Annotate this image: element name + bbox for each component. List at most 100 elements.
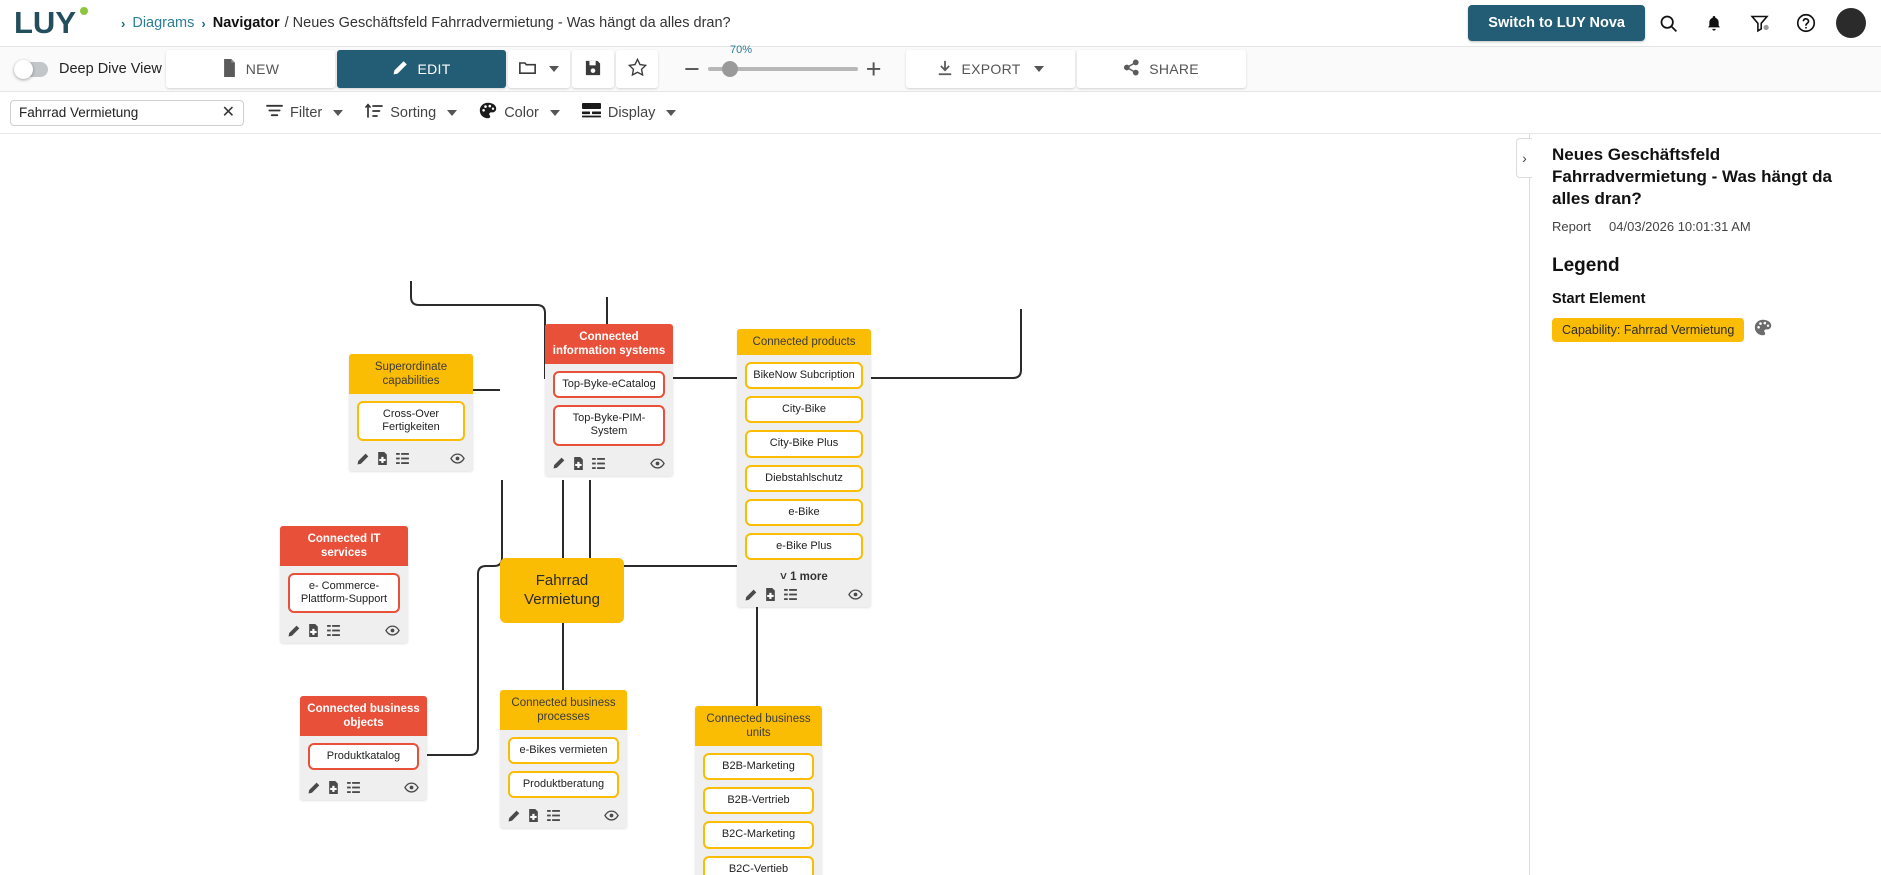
panel-collapse-button[interactable]: › (1516, 138, 1532, 178)
group-footer (545, 455, 673, 476)
group-connected-it-services[interactable]: Connected IT services e- Commerce- Platt… (280, 526, 408, 644)
display-dropdown[interactable]: Display (581, 103, 677, 122)
report-timestamp: 04/03/2026 10:01:31 AM (1609, 219, 1751, 235)
folder-icon (519, 60, 536, 78)
filter-icon[interactable] (1737, 0, 1783, 46)
breadcrumb-current: / Neues Geschäftsfeld Fahrradvermietung … (284, 15, 731, 31)
node-chip[interactable]: Top-Byke-PIM-System (553, 405, 665, 446)
node-chip[interactable]: City-Bike (745, 396, 863, 424)
group-connected-business-processes[interactable]: Connected business processes e-Bikes ver… (500, 690, 627, 829)
edit-icon[interactable] (288, 625, 300, 637)
svg-text:LUY: LUY (14, 6, 76, 40)
list-icon[interactable] (592, 457, 605, 469)
zoom-in-button[interactable]: + (865, 53, 882, 84)
deep-dive-toggle-group[interactable]: Deep Dive View (14, 59, 166, 79)
zoom-slider-thumb[interactable] (721, 61, 738, 77)
node-chip[interactable]: e-Bike Plus (745, 532, 863, 561)
visibility-eye-icon[interactable] (604, 810, 619, 821)
search-input-value[interactable]: Fahrrad Vermietung (19, 105, 139, 120)
folder-button[interactable] (508, 50, 570, 88)
palette-icon[interactable] (1754, 319, 1772, 341)
add-document-icon[interactable] (308, 624, 319, 638)
luy-logo[interactable]: LUY (14, 6, 92, 40)
filter-dropdown[interactable]: Filter (266, 103, 344, 122)
node-chip[interactable]: Produktkatalog (308, 743, 419, 771)
avatar[interactable] (1829, 0, 1873, 46)
node-chip[interactable]: e-Bikes vermieten (508, 737, 619, 765)
group-items: Produktkatalog (300, 736, 427, 779)
share-button[interactable]: SHARE (1076, 50, 1246, 88)
node-chip[interactable]: Cross-Over Fertigkeiten (357, 401, 465, 442)
list-icon[interactable] (327, 625, 340, 637)
node-chip[interactable]: B2B-Vertrieb (703, 787, 814, 815)
add-document-icon[interactable] (328, 781, 339, 795)
node-chip[interactable]: Produktberatung (508, 771, 619, 799)
visibility-eye-icon[interactable] (650, 458, 665, 469)
visibility-eye-icon[interactable] (385, 625, 400, 636)
switch-to-luy-nova-button[interactable]: Switch to LUY Nova (1468, 5, 1645, 41)
deep-dive-switch[interactable] (14, 59, 48, 79)
list-icon[interactable] (547, 810, 560, 822)
zoom-slider[interactable] (707, 61, 858, 77)
group-connected-business-units[interactable]: Connected business units B2B-Marketing B… (695, 706, 822, 875)
list-icon[interactable] (784, 589, 797, 601)
edit-icon[interactable] (508, 810, 520, 822)
group-footer (300, 779, 427, 800)
edit-icon[interactable] (745, 589, 757, 601)
chevron-down-icon: ˅ (780, 571, 787, 584)
diagram-canvas[interactable]: Superordinate capabilities Cross-Over Fe… (0, 134, 1529, 875)
node-chip[interactable]: Top-Byke-eCatalog (553, 371, 665, 399)
color-dropdown[interactable]: Color (479, 102, 560, 123)
show-more-button[interactable]: ˅ 1 more (737, 569, 871, 586)
list-icon[interactable] (347, 782, 360, 794)
group-items: Cross-Over Fertigkeiten (349, 394, 473, 450)
zoom-out-button[interactable]: − (684, 53, 700, 84)
group-items: Top-Byke-eCatalog Top-Byke-PIM-System (545, 364, 673, 455)
group-connected-products[interactable]: Connected products BikeNow Subcription C… (737, 329, 871, 608)
display-label: Display (607, 104, 656, 121)
breadcrumb-navigator[interactable]: Navigator (212, 15, 280, 31)
node-chip[interactable]: B2C-Vertieb (703, 855, 814, 875)
node-chip[interactable]: e- Commerce- Plattform-Support (288, 573, 400, 614)
node-chip[interactable]: e-Bike (745, 498, 863, 526)
add-document-icon[interactable] (528, 809, 539, 823)
group-superordinate-capabilities[interactable]: Superordinate capabilities Cross-Over Fe… (349, 354, 473, 472)
edit-button-label: EDIT (417, 61, 451, 77)
edit-icon[interactable] (553, 457, 565, 469)
center-node-fahrrad-vermietung[interactable]: Fahrrad Vermietung (500, 558, 624, 623)
new-button[interactable]: NEW (166, 50, 335, 88)
edit-icon[interactable] (357, 453, 369, 465)
bell-icon[interactable] (1691, 0, 1737, 46)
edit-button[interactable]: EDIT (337, 50, 506, 88)
node-chip[interactable]: B2C-Marketing (703, 821, 814, 849)
help-icon[interactable] (1783, 0, 1829, 46)
group-connected-business-objects[interactable]: Connected business objects Produktkatalo… (300, 696, 427, 801)
save-button[interactable] (572, 50, 614, 88)
add-document-icon[interactable] (573, 456, 584, 470)
visibility-eye-icon[interactable] (848, 589, 863, 600)
search-input[interactable]: Fahrrad Vermietung ✕ (10, 99, 244, 126)
visibility-eye-icon[interactable] (404, 782, 419, 793)
share-icon (1123, 59, 1140, 79)
node-chip[interactable]: B2B-Marketing (703, 753, 814, 781)
visibility-eye-icon[interactable] (450, 453, 465, 464)
node-chip[interactable]: Diebstahlschutz (745, 464, 863, 492)
start-element-chip[interactable]: Capability: Fahrrad Vermietung (1552, 318, 1745, 343)
group-connected-information-systems[interactable]: Connected information systems Top-Byke-e… (545, 324, 673, 476)
add-document-icon[interactable] (765, 588, 776, 602)
favorite-button[interactable] (616, 50, 658, 88)
palette-icon (479, 102, 497, 123)
clear-icon[interactable]: ✕ (221, 103, 235, 121)
export-button[interactable]: EXPORT (905, 50, 1075, 88)
breadcrumb-diagrams[interactable]: Diagrams (132, 15, 195, 31)
list-icon[interactable] (396, 453, 409, 465)
search-icon[interactable] (1645, 0, 1691, 46)
filter-label: Filter (290, 104, 323, 121)
add-document-icon[interactable] (377, 452, 388, 466)
zoom-control[interactable]: − 70% + (676, 44, 890, 84)
node-chip[interactable]: BikeNow Subcription (745, 362, 863, 390)
edit-icon[interactable] (308, 782, 320, 794)
group-header: Connected business objects (300, 696, 427, 737)
node-chip[interactable]: City-Bike Plus (745, 430, 863, 458)
sorting-dropdown[interactable]: Sorting (365, 102, 458, 123)
